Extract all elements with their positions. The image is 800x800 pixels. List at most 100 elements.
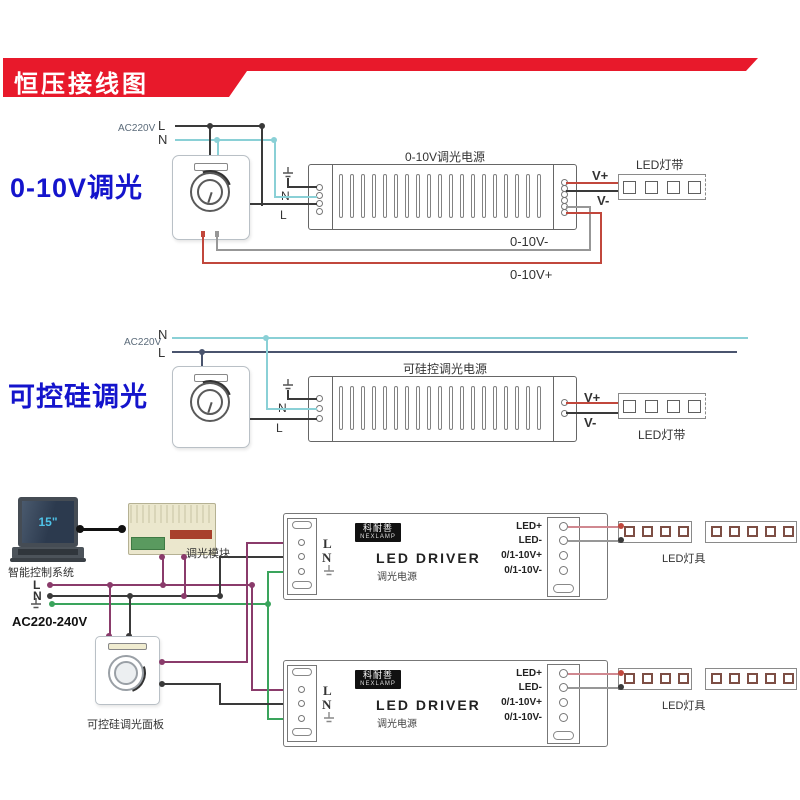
psu1-title: 0-10V调光电源 (404, 150, 486, 164)
junction-dot (118, 525, 126, 533)
strip1-label: LED灯带 (636, 158, 684, 172)
led-fixture (618, 668, 692, 690)
driver2-v10minus-label: 0/1-10V- (504, 712, 542, 723)
junction-dot (271, 137, 277, 143)
wire (589, 206, 591, 251)
led-chip (624, 673, 635, 684)
dimmer-panel-slot (108, 643, 147, 650)
led-chip (642, 526, 653, 537)
junction-dot (181, 593, 187, 599)
banner-ribbon (3, 58, 758, 97)
junction-dot (259, 123, 265, 129)
psu2-l-label: L (276, 421, 283, 435)
driver1-terminal (298, 568, 305, 575)
driver2-v10plus-label: 0/1-10V+ (501, 697, 542, 708)
section1-label: 0-10V调光 (10, 173, 144, 203)
laptop-base-lip (10, 558, 86, 562)
wire (162, 556, 164, 586)
wire (219, 703, 302, 705)
driver2-terminal (559, 698, 568, 707)
screw-slot (292, 521, 312, 529)
wire (202, 262, 602, 264)
junction-dot (47, 593, 53, 599)
wire (566, 206, 591, 208)
led-chip (711, 526, 722, 537)
led-chip (747, 526, 758, 537)
wire (201, 351, 203, 367)
driver2-terminal (298, 686, 305, 693)
wire (600, 212, 602, 264)
laptop-display: 15" (22, 501, 74, 543)
led-chip (660, 673, 671, 684)
psu1-divider (553, 164, 554, 230)
brand-logo-cn: 科耐善 (362, 523, 393, 533)
junction-dot (181, 554, 187, 560)
led-chip (729, 673, 740, 684)
psu1-vplus-label: V+ (592, 168, 609, 183)
wire (219, 683, 221, 705)
wire (566, 402, 620, 404)
driver2-subtitle: 调光电源 (377, 719, 417, 730)
driver1-l-label: L (323, 536, 332, 551)
led-chip (711, 673, 722, 684)
psu2-terminal (316, 405, 323, 412)
junction-dot (47, 582, 53, 588)
psu2-terminal (316, 395, 323, 402)
driver1-terminal (298, 539, 305, 546)
junction-dot (618, 670, 624, 676)
dim-plus-label: 0-10V+ (510, 267, 553, 282)
wire (184, 556, 186, 597)
psu2-vminus-label: V- (584, 415, 597, 430)
wire (568, 687, 620, 689)
driver1-terminal (298, 553, 305, 560)
wire (250, 203, 317, 205)
ground-icon (283, 379, 293, 390)
wire (266, 337, 268, 409)
wire (266, 408, 317, 410)
section2-line-n-label: N (158, 327, 168, 342)
dimmer-panel-label: 可控硅调光面板 (87, 719, 164, 731)
wire (251, 584, 253, 691)
brand-logo-en: NEXLAMP (360, 681, 396, 687)
screw-slot (292, 581, 312, 589)
psu2-divider (553, 376, 554, 442)
screw-slot (553, 584, 574, 593)
wire (566, 190, 620, 192)
driver2-title: LED DRIVER (376, 697, 481, 713)
led-chip (688, 181, 701, 194)
wire (129, 595, 131, 637)
section2-label: 可控硅调光 (8, 382, 148, 412)
junction-dot (618, 523, 624, 529)
wire (568, 673, 620, 675)
driver1-ledplus-label: LED+ (516, 521, 542, 532)
wire (172, 351, 737, 353)
junction-dot (199, 349, 205, 355)
psu1-terminal (316, 184, 323, 191)
psu2-vplus-label: V+ (584, 390, 601, 405)
led-chip (642, 673, 653, 684)
wire (160, 661, 248, 663)
driver2-terminal (559, 713, 568, 722)
wire (287, 398, 317, 400)
wire (175, 125, 263, 127)
section1-ac-label: AC220V (118, 123, 156, 134)
junction-dot (618, 537, 624, 543)
wire (219, 556, 302, 558)
dimmer-panel-slot (194, 374, 228, 382)
psu1-vents (339, 174, 550, 218)
junction-dot (76, 525, 84, 533)
led-chip (667, 400, 680, 413)
dim-minus-label: 0-10V- (510, 234, 549, 249)
psu2-terminal (316, 415, 323, 422)
wire (80, 528, 122, 531)
banner-title: 恒压接线图 (14, 71, 149, 98)
psu1-vminus-label: V- (597, 193, 610, 208)
wire (568, 526, 620, 528)
led-chip (645, 181, 658, 194)
led-chip (678, 526, 689, 537)
psu2-divider (332, 376, 333, 442)
wire (209, 125, 211, 157)
wire (52, 603, 269, 605)
junction-dot (159, 659, 165, 665)
